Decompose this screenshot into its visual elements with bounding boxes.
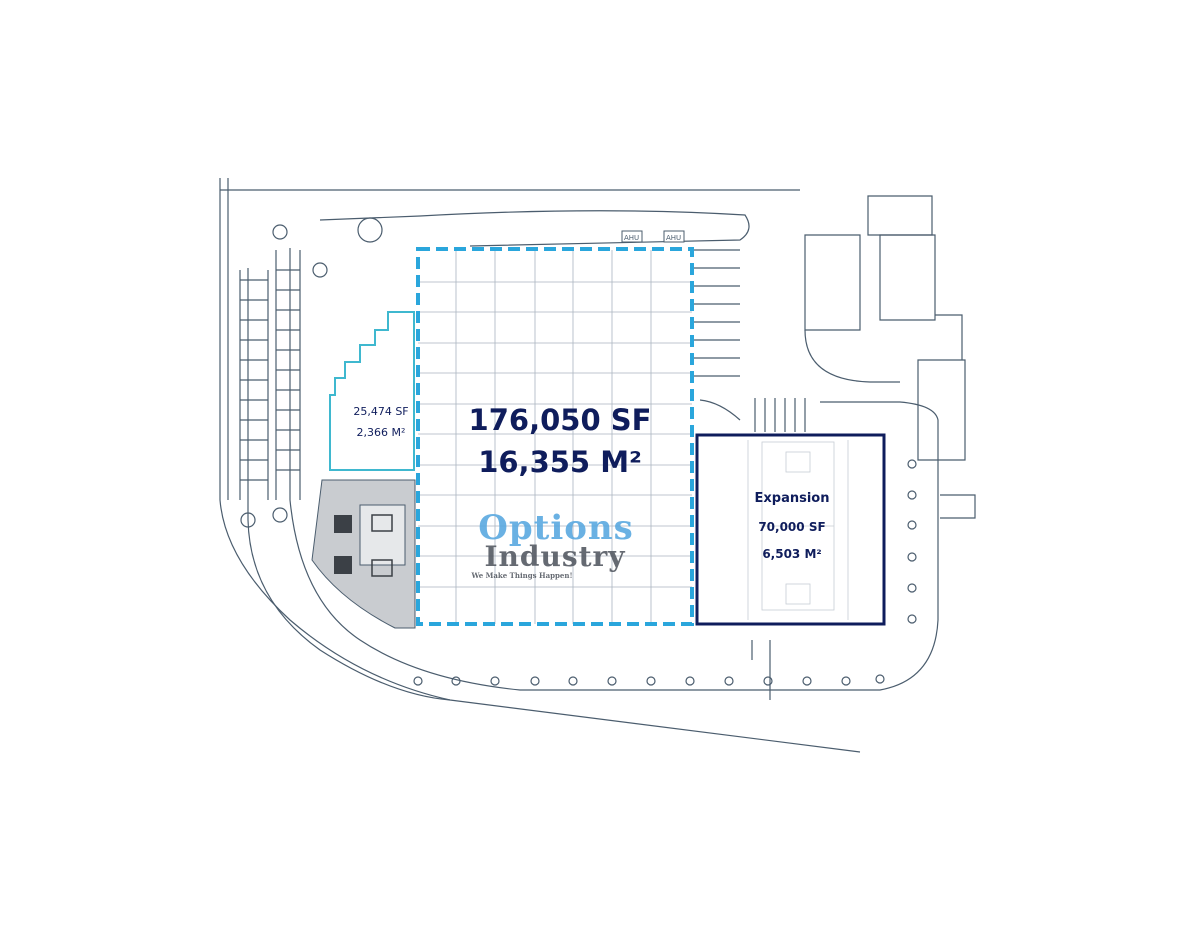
site-curb-outline [289,248,939,691]
entrance-road [319,210,750,247]
property-line-left [219,178,861,753]
ahu-label: AHU [624,234,639,242]
watermark-tagline: We Make Things Happen! [471,571,573,580]
office-area-sf: 25,474 SF [353,405,409,418]
tree-symbol [272,224,288,240]
expansion-area-m2: 6,503 M² [762,547,822,561]
main-building-area-m2: 16,355 M² [478,445,642,479]
main-building-outline [416,247,694,626]
curb-curve [699,399,741,421]
parking-stalls-left [239,250,301,500]
expansion-area [695,433,886,626]
expansion-title: Expansion [754,491,830,506]
grid-bubbles-right [907,459,917,624]
ahu-units: AHU AHU [621,230,685,243]
office-area-outline [329,311,415,471]
ahu-label: AHU [666,234,681,242]
office-area-m2: 2,366 M² [356,426,406,439]
mechanical-area [311,479,416,629]
watermark-logo-industry: Industry [484,540,626,573]
grid-bubbles-bottom [413,674,885,686]
outer-road [247,268,451,701]
truck-court-right [690,195,976,519]
tree-symbol [240,512,256,528]
main-building-grid [418,250,692,624]
driveway-lines [751,640,771,700]
expansion-area-sf: 70,000 SF [758,520,826,534]
watermark-logo-options: Options [478,508,634,548]
tree-symbol [272,507,288,523]
main-building-area-sf: 176,050 SF [468,403,652,437]
tree-symbol [312,262,328,278]
tree-symbol [357,217,383,243]
